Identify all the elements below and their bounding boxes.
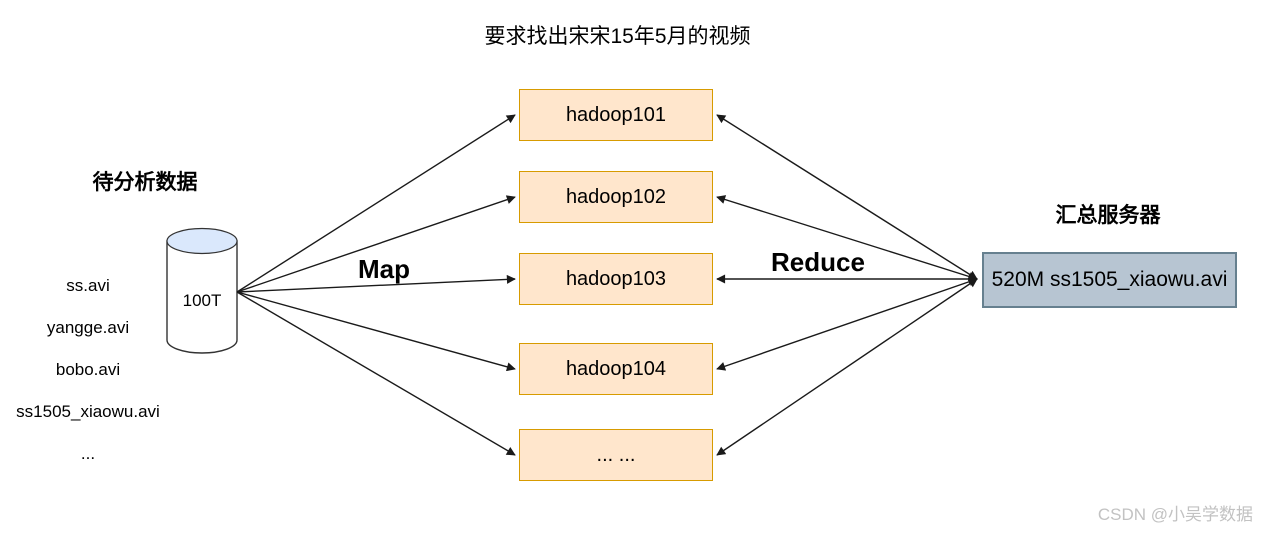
- map-arrow-3: [236, 274, 516, 293]
- file-item: ss.avi: [66, 276, 110, 295]
- summary-result-text: 520M ss1505_xiaowu.avi: [991, 268, 1228, 291]
- node-ellipsis: ... ...: [519, 429, 713, 481]
- file-item: yangge.avi: [46, 318, 130, 337]
- reduce-arrows: [716, 114, 978, 456]
- map-arrow-4: [236, 291, 516, 372]
- node-hadoop104: hadoop104: [519, 343, 713, 395]
- cylinder-body: [166, 240, 238, 354]
- map-arrow-5: [236, 291, 516, 456]
- node-label: ... ...: [596, 443, 636, 466]
- node-label: hadoop102: [565, 185, 667, 208]
- reduce-arrow-4: [716, 277, 978, 371]
- csdn-watermark: CSDN @小吴学数据: [1097, 505, 1253, 524]
- node-label: hadoop103: [565, 267, 667, 290]
- datasource-label: 待分析数据: [92, 171, 198, 194]
- datasource-file-list: ss.avi yangge.avi bobo.avi ss1505_xiaowu…: [6, 254, 170, 485]
- file-item: bobo.avi: [55, 360, 121, 379]
- datasource-cylinder-icon: [166, 227, 238, 354]
- map-arrow-2: [236, 195, 516, 293]
- diagram-title: 要求找出宋宋15年5月的视频: [484, 25, 751, 48]
- file-item: ss1505_xiaowu.avi: [16, 402, 160, 421]
- node-label: hadoop101: [565, 103, 667, 126]
- summary-server-label: 汇总服务器: [1055, 204, 1161, 227]
- node-hadoop103: hadoop103: [519, 253, 713, 305]
- map-arrows: [236, 114, 516, 456]
- cylinder-size-label: 100T: [182, 291, 222, 310]
- reduce-arrow-5: [716, 278, 978, 456]
- summary-result-box: 520M ss1505_xiaowu.avi: [982, 252, 1237, 308]
- node-label: hadoop104: [565, 357, 667, 380]
- reduce-phase-label: Reduce: [771, 247, 865, 277]
- reduce-arrow-2: [716, 195, 978, 281]
- map-phase-label: Map: [358, 254, 410, 284]
- map-arrow-1: [236, 114, 516, 293]
- file-item: ...: [80, 444, 96, 463]
- node-hadoop102: hadoop102: [519, 171, 713, 223]
- cylinder-top: [166, 227, 238, 255]
- node-hadoop101: hadoop101: [519, 89, 713, 141]
